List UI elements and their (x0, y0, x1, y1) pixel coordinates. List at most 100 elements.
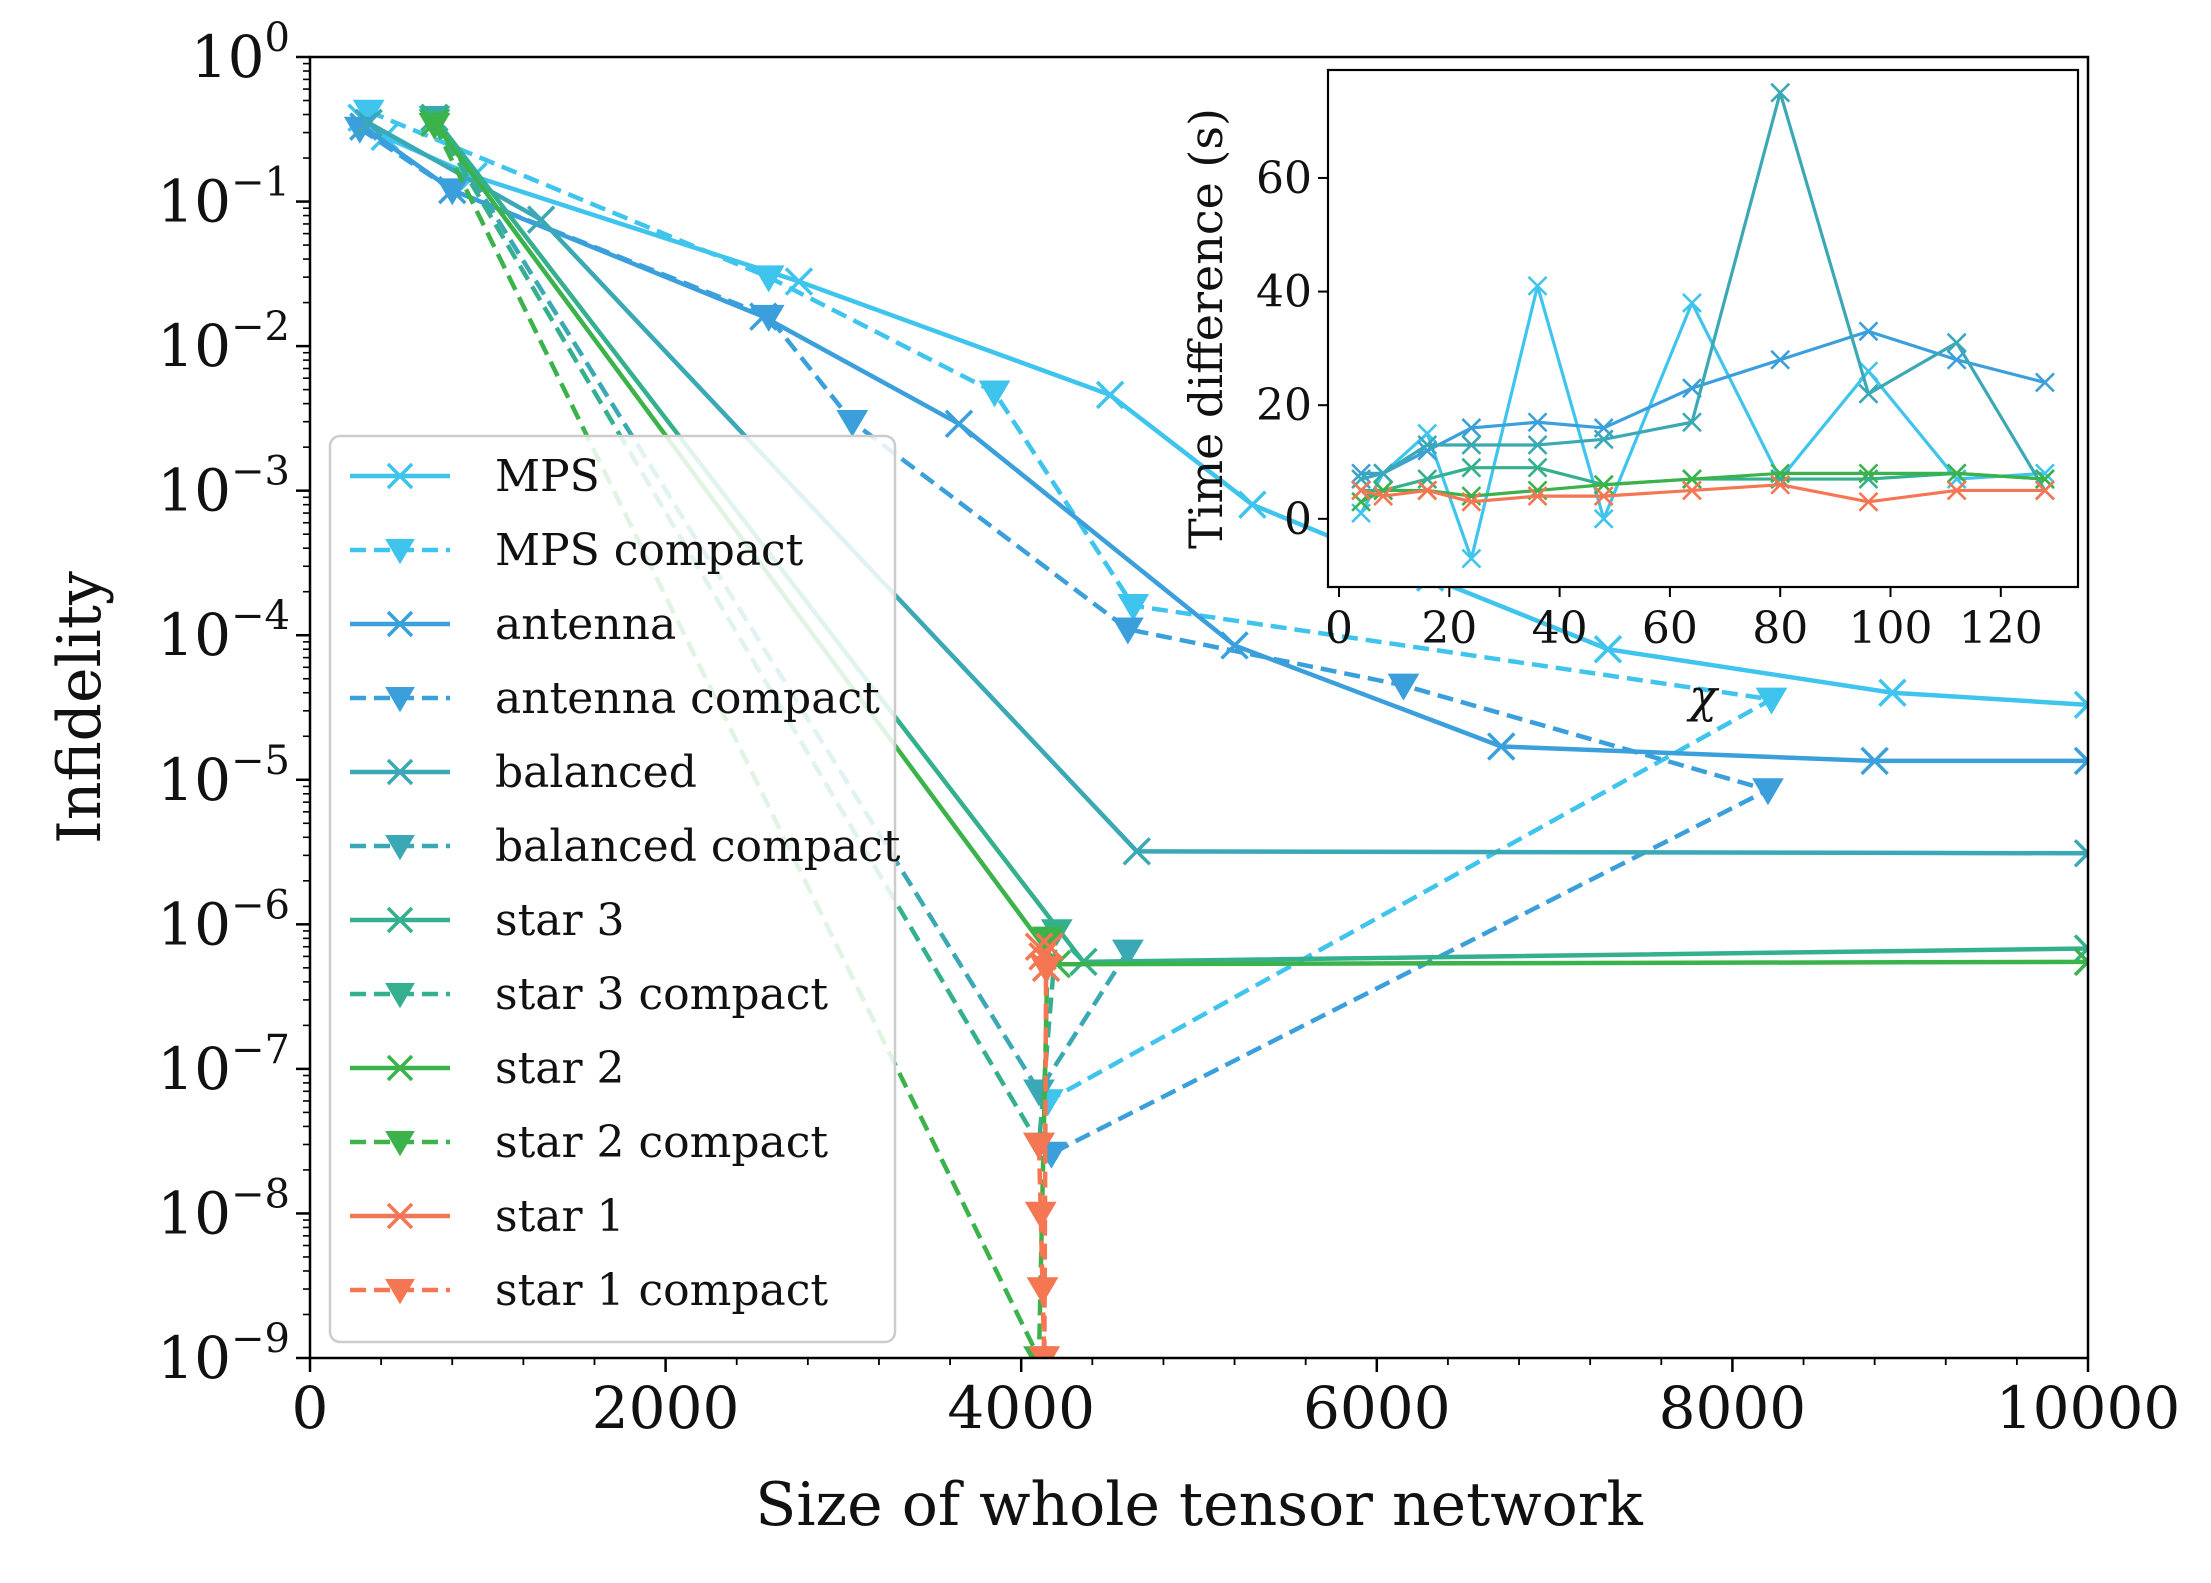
legend-label-antenna: antenna (495, 599, 676, 650)
point-mps-9 (2073, 690, 2088, 720)
series-line-antenna-compact (358, 126, 1771, 1156)
inset-point-star-1-1 (1373, 486, 1394, 507)
inset-point-star-2-8 (1858, 463, 1879, 484)
y-tick-label--9: 10−9 (157, 1316, 290, 1392)
y-tick-label--1: 10−1 (157, 160, 290, 236)
inset-point-star-1-5 (1593, 486, 1614, 507)
legend-label-star-3-compact: star 3 compact (495, 969, 828, 1020)
inset-point-star-1-7 (1770, 474, 1791, 495)
x-tick-label-10000: 10000 (1996, 1374, 2181, 1442)
legend-item-star-2-compact: star 2 compact (350, 1117, 828, 1168)
inset-point-star-1-10 (2034, 480, 2055, 501)
point-antenna-3 (944, 409, 974, 439)
inset-point-mps-4 (1527, 275, 1548, 296)
inset-point-mps-5 (1593, 508, 1614, 529)
point-star-2-compact-0 (418, 112, 451, 140)
inset-point-star-1-2 (1417, 480, 1438, 501)
legend: MPS MPS compact antenna antenna compact bala… (328, 434, 901, 1344)
legend-label-antenna-compact: antenna compact (495, 673, 880, 724)
inset-x-tick-label-100: 100 (1849, 603, 1933, 654)
legend-item-star-1: star 1 (350, 1191, 625, 1242)
point-antenna-4 (1220, 631, 1249, 660)
legend-label-mps-compact: MPS compact (495, 525, 804, 576)
legend-item-star-1-compact: star 1 compact (350, 1265, 828, 1316)
point-star-1-0 (1024, 932, 1054, 961)
series-line-balanced-compact (432, 116, 1130, 1094)
inset-point-balanced-1 (1373, 463, 1394, 484)
inset-x-tick-label-40: 40 (1532, 603, 1588, 654)
inset-x-tick-label-120: 120 (1959, 603, 2043, 654)
legend-item-balanced: balanced (350, 747, 697, 798)
inset-y-tick-label-20: 20 (1256, 380, 1312, 431)
inset-point-balanced-4 (1527, 435, 1548, 455)
x-tick-label-6000: 6000 (1303, 1374, 1451, 1442)
inset-point-balanced-6 (1682, 412, 1702, 433)
point-star-1-compact-0 (1023, 1132, 1055, 1160)
legend-item-antenna-compact: antenna compact (350, 673, 880, 724)
inset-point-balanced-7 (1770, 82, 1791, 103)
legend-label-star-2-compact: star 2 compact (495, 1117, 828, 1168)
point-mps-compact-1 (752, 265, 785, 293)
inset-x-tick-label-80: 80 (1752, 603, 1808, 654)
legend-label-balanced-compact: balanced compact (495, 821, 901, 872)
main-frame (308, 55, 2090, 1360)
y-tick-label--8: 10−8 (157, 1171, 290, 1247)
legend-swatch-marker (386, 758, 414, 786)
inset-point-balanced-9 (1946, 332, 1967, 353)
inset-point-antenna-8 (1858, 321, 1879, 342)
legend-swatch-marker (386, 1202, 414, 1230)
y-tick-label-0: 100 (191, 15, 290, 91)
y-tick-label--2: 10−2 (157, 304, 290, 380)
legend-item-star-3-compact: star 3 compact (350, 969, 828, 1020)
inset-point-antenna-10 (2034, 372, 2055, 393)
inset-y-axis-title: Time difference (s) (1179, 108, 1233, 549)
point-star-3-2 (2073, 934, 2088, 963)
legend-label-star-2: star 2 (495, 1043, 625, 1094)
inset-point-balanced-3 (1461, 435, 1482, 455)
inset-x-tick-label-0: 0 (1325, 603, 1353, 654)
legend-label-balanced: balanced (495, 747, 697, 798)
point-mps-8 (1878, 678, 1907, 707)
point-antenna-compact-3 (836, 409, 869, 437)
point-antenna-compact-6 (1752, 778, 1784, 806)
inset-point-antenna-3 (1461, 418, 1482, 438)
inset-point-mps-6 (1682, 293, 1702, 313)
point-mps-4 (1095, 380, 1125, 410)
point-star-3-1 (1069, 947, 1098, 977)
inset-x-tick-label-20: 20 (1421, 603, 1477, 654)
inset-point-antenna-7 (1770, 349, 1791, 370)
point-mps-compact-4 (1755, 687, 1788, 715)
point-star-1-compact-1 (1024, 1201, 1057, 1229)
legend-label-mps: MPS (495, 451, 600, 502)
point-balanced-3 (2073, 839, 2088, 868)
inset-point-star-3-3 (1461, 457, 1482, 478)
x-tick-label-4000: 4000 (947, 1374, 1095, 1442)
inset-point-star-2-9 (1946, 463, 1967, 484)
point-antenna-compact-4 (1112, 617, 1144, 645)
inset-point-star-1-4 (1527, 486, 1548, 507)
legend-label-star-3: star 3 (495, 895, 625, 946)
legend-swatch-marker (386, 610, 414, 638)
point-balanced-1 (526, 205, 556, 234)
inset-point-antenna-0 (1351, 463, 1372, 484)
y-tick-label--4: 10−4 (157, 593, 290, 669)
inset-point-star-1-6 (1682, 480, 1702, 501)
legend-item-mps-compact: MPS compact (350, 525, 804, 576)
inset-point-star-1-9 (1946, 480, 1967, 501)
point-star-1-compact-4 (1030, 956, 1062, 984)
legend-swatch-marker (386, 1054, 414, 1082)
point-antenna-5 (1487, 732, 1516, 761)
inset-point-balanced-8 (1858, 383, 1879, 404)
point-antenna-compact-5 (1387, 673, 1420, 701)
inset-y-tick-label-40: 40 (1256, 267, 1312, 318)
inset-point-balanced-5 (1593, 429, 1614, 450)
point-antenna-compact-1 (436, 178, 469, 206)
point-antenna-6 (1860, 746, 1889, 776)
series-star-1-compact (1023, 956, 1062, 1358)
point-mps-compact-3 (1117, 593, 1150, 621)
series-antenna-compact (343, 116, 1784, 1169)
y-tick-label--7: 10−7 (157, 1027, 290, 1103)
